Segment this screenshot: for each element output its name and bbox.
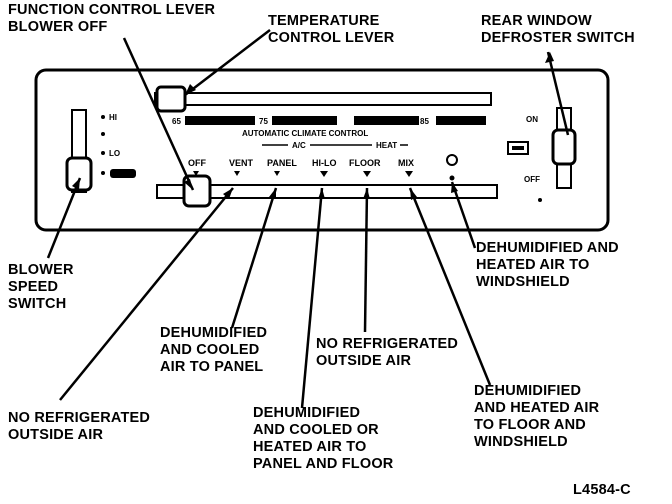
mark-off bbox=[193, 171, 199, 176]
leader-mix bbox=[408, 187, 492, 386]
mark-hi-lo bbox=[320, 171, 328, 177]
label-temperature-control-lever: TEMPERATURE CONTROL LEVER bbox=[268, 13, 395, 46]
pos-vent: VENT bbox=[229, 158, 254, 168]
pos-off: OFF bbox=[188, 158, 206, 168]
mark-floor bbox=[363, 171, 371, 177]
temperature-slot bbox=[154, 92, 492, 106]
defrost-symbol-icon bbox=[446, 154, 458, 166]
pos-floor: FLOOR bbox=[349, 158, 381, 168]
arrow-temperature bbox=[185, 84, 196, 95]
blower-dot-4 bbox=[101, 171, 105, 175]
leader-floor bbox=[363, 187, 369, 333]
temp-scale-seg-2 bbox=[272, 116, 337, 125]
temp-mark-75: 75 bbox=[259, 117, 268, 126]
leader-defrost bbox=[450, 181, 477, 249]
blower-dot-2 bbox=[101, 132, 105, 136]
leader-function bbox=[122, 37, 195, 191]
label-no-refrigerated-outside-air-mid: NO REFRIGERATED OUTSIDE AIR bbox=[316, 336, 459, 369]
pos-panel: PANEL bbox=[267, 158, 297, 168]
defroster-switch-knob bbox=[551, 128, 577, 166]
figure-code: L4584-C bbox=[573, 482, 631, 498]
arrow-floor bbox=[363, 188, 370, 199]
temp-scale-seg-4 bbox=[436, 116, 486, 125]
arrow-defrost bbox=[451, 182, 458, 193]
pos-mix: MIX bbox=[398, 158, 414, 168]
leader-temperature bbox=[184, 29, 271, 96]
label-function-control-lever: FUNCTION CONTROL LEVER BLOWER OFF bbox=[8, 2, 216, 35]
arrow-blower bbox=[72, 178, 80, 190]
label-blower-speed-switch: BLOWER SPEED SWITCH bbox=[8, 262, 74, 312]
label-no-refrigerated-outside-air-left: NO REFRIGERATED OUTSIDE AIR bbox=[8, 410, 151, 443]
mark-mix bbox=[405, 171, 413, 177]
leader-defroster bbox=[546, 51, 570, 136]
blower-dot-1 bbox=[101, 115, 105, 119]
leader-vent bbox=[59, 187, 234, 401]
label-rear-window-defroster-switch: REAR WINDOW DEFROSTER SWITCH bbox=[481, 13, 635, 46]
label-dehumidified-heated-floor-windshield: DEHUMIDIFIED AND HEATED AIR TO FLOOR AND… bbox=[474, 383, 600, 450]
defroster-on: ON bbox=[526, 115, 538, 124]
arrow-mix bbox=[410, 188, 417, 200]
defroster-indicator-lamp bbox=[512, 146, 524, 150]
panel-caption: AUTOMATIC CLIMATE CONTROL bbox=[242, 129, 368, 138]
blower-low-pad bbox=[110, 169, 136, 178]
panel-subcaption-ac: A/C bbox=[292, 141, 306, 150]
arrow-function bbox=[184, 179, 193, 190]
leader-hi-lo bbox=[300, 187, 324, 409]
arrow-vent bbox=[223, 188, 233, 199]
mark-vent bbox=[234, 171, 240, 176]
arrow-hi-lo bbox=[318, 188, 325, 199]
label-dehumidified-heated-windshield: DEHUMIDIFIED AND HEATED AIR TO WINDSHIEL… bbox=[476, 240, 619, 290]
panel-subcaption-heat: HEAT bbox=[376, 141, 397, 150]
defroster-dot bbox=[538, 198, 542, 202]
mark-defrost bbox=[449, 175, 455, 181]
defroster-off: OFF bbox=[524, 175, 540, 184]
leader-panel bbox=[230, 187, 278, 329]
pos-hi-lo: HI-LO bbox=[312, 158, 337, 168]
arrow-panel bbox=[269, 188, 276, 199]
blower-label-lo: LO bbox=[109, 149, 120, 158]
label-dehumidified-cooled-or-heated-panel-floor: DEHUMIDIFIED AND COOLED OR HEATED AIR TO… bbox=[253, 405, 394, 472]
arrow-defroster bbox=[545, 52, 554, 63]
temp-mark-65: 65 bbox=[172, 117, 181, 126]
temp-mark-85: 85 bbox=[420, 117, 429, 126]
mark-panel bbox=[274, 171, 280, 176]
blower-dot-3 bbox=[101, 151, 105, 155]
blower-label-hi: HI bbox=[109, 113, 117, 122]
leader-blower bbox=[46, 177, 82, 259]
label-dehumidified-cooled-panel: DEHUMIDIFIED AND COOLED AIR TO PANEL bbox=[160, 325, 268, 375]
temp-scale-seg-3 bbox=[354, 116, 419, 125]
temperature-lever-knob bbox=[155, 85, 187, 113]
temp-scale-seg-1 bbox=[185, 116, 255, 125]
